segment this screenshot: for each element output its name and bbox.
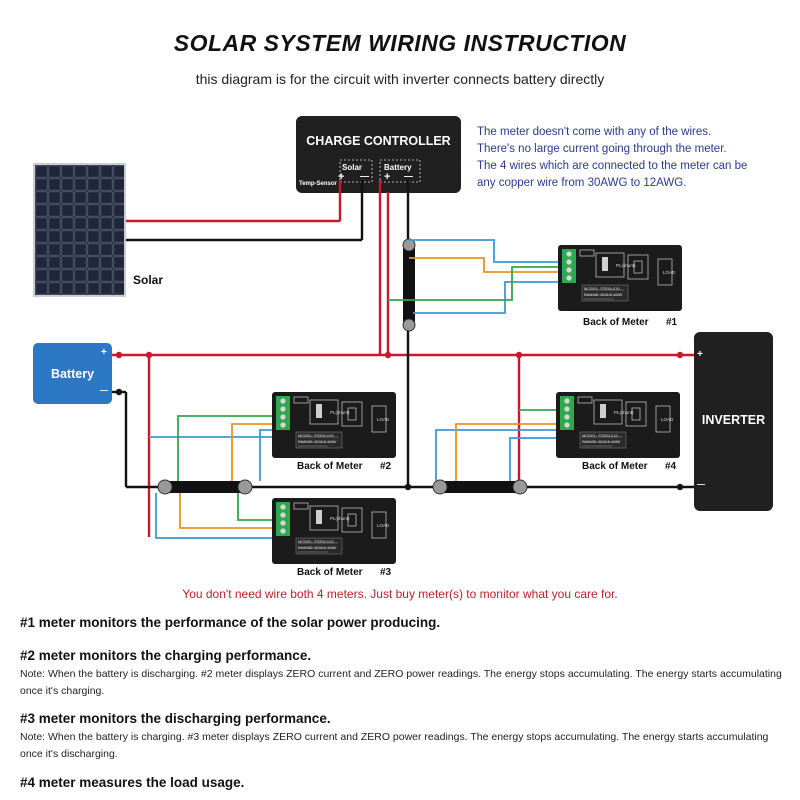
- optional-meters-note: You don't need wire both 4 meters. Just …: [182, 587, 618, 601]
- meter-3-caption: Back of Meter: [297, 567, 363, 578]
- meter-2-pl-label: PL(shunt): [330, 410, 350, 415]
- shunt-1: [402, 238, 416, 332]
- explanation-4: #4 meter measures the load usage.: [20, 775, 790, 790]
- meter-3-sense-wires: [155, 493, 272, 539]
- meter-4-number: #4: [665, 461, 677, 472]
- solar-minus-sign: —: [360, 171, 369, 181]
- charge-controller: [296, 116, 461, 193]
- page-title: SOLAR SYSTEM WIRING INSTRUCTION: [173, 30, 627, 56]
- meter-1-caption: Back of Meter: [583, 317, 649, 328]
- explanation-3-heading: #3 meter monitors the discharging perfor…: [20, 711, 331, 726]
- meter-1-number: #1: [666, 317, 678, 328]
- meter-2-caption: Back of Meter: [297, 461, 363, 472]
- meter-1-range: RANGE: DC6.5-100V: [584, 292, 623, 297]
- explanation-2-heading: #2 meter monitors the charging performan…: [20, 648, 312, 663]
- explanation-2: #2 meter monitors the charging performan…: [20, 648, 790, 700]
- meter-4-range: RANGE: DC6.5-100V: [582, 439, 621, 444]
- meter-note-line: any copper wire from 30AWG to 12AWG.: [477, 177, 687, 189]
- meter-2-number: #2: [380, 461, 392, 472]
- explanation-1: #1 meter monitors the performance of the…: [20, 615, 790, 630]
- junction-dots: [115, 351, 684, 491]
- meter-note-line: The meter doesn't come with any of the w…: [477, 126, 712, 138]
- battery-plus-terminal: +: [101, 347, 107, 358]
- meter-1-pl-label: PL(shunt): [616, 263, 636, 268]
- meter-3-load-label: LOAD: [377, 523, 390, 528]
- meter-4-pl-label: PL(shunt): [614, 410, 634, 415]
- explanation-2-note: Note: When the battery is discharging. #…: [20, 668, 782, 697]
- meter-2-body: [272, 392, 396, 458]
- charge-controller-label: CHARGE CONTROLLER: [306, 134, 451, 148]
- inverter-plus-terminal: +: [697, 349, 703, 360]
- battery-minus-sign: —: [404, 171, 413, 181]
- meter-1-model: MODEL: PZEM-015: [584, 286, 620, 291]
- solar-plus-sign: +: [338, 171, 345, 183]
- meter-3-number: #3: [380, 567, 392, 578]
- meter-2-load-label: LOAD: [377, 417, 390, 422]
- solar-panel: [33, 163, 126, 297]
- meter-4-sense-wires: [435, 409, 558, 481]
- meter-1-load-label: LOAD: [663, 270, 676, 275]
- battery-plus-sign: +: [384, 171, 391, 183]
- meter-4-model: MODEL: PZEM-015: [582, 433, 618, 438]
- meter-1-body: [558, 245, 682, 311]
- meter-3-range: RANGE: DC6.5-100V: [298, 545, 337, 550]
- inverter-minus-terminal: —: [697, 480, 705, 489]
- shunt-4: [432, 479, 528, 495]
- meter-note-line: The 4 wires which are connected to the m…: [477, 160, 748, 172]
- meter-wire-note: The meter doesn't come with any of the w…: [477, 124, 787, 192]
- battery-minus-terminal: —: [100, 386, 108, 395]
- meter-4-load-label: LOAD: [661, 417, 674, 422]
- meter-2-range: RANGE: DC6.5-100V: [298, 439, 337, 444]
- page-subtitle: this diagram is for the circuit with inv…: [195, 71, 605, 87]
- meter-3-pl-label: PL(shunt): [330, 516, 350, 521]
- solar-port-label: Solar: [342, 163, 363, 172]
- meter-4-body: [556, 392, 680, 458]
- shunt-2-3: [157, 479, 253, 495]
- battery-label: Battery: [50, 367, 95, 381]
- meter-2-model: MODEL: PZEM-015: [298, 433, 334, 438]
- battery-port-label: Battery: [384, 163, 412, 172]
- explanation-4-heading: #4 meter measures the load usage.: [20, 775, 245, 790]
- inverter-label: INVERTER: [701, 413, 766, 427]
- meter-note-line: There's no large current going through t…: [477, 143, 727, 155]
- explanation-1-heading: #1 meter monitors the performance of the…: [20, 615, 441, 630]
- meter-2-sense-wires: [149, 415, 272, 481]
- battery-box: [33, 343, 112, 404]
- positive-wires: [112, 180, 694, 537]
- meter-3-body: [272, 498, 396, 564]
- meter-1-sense-wires: [388, 239, 560, 314]
- explanation-3-note: Note: When the battery is charging. #3 m…: [20, 731, 769, 760]
- temp-sensor-label: Temp-Sensor: [299, 181, 337, 187]
- meter-4-caption: Back of Meter: [582, 461, 648, 472]
- inverter-box: [694, 332, 773, 511]
- meter-3-model: MODEL: PZEM-015: [298, 539, 334, 544]
- solar-label: Solar: [133, 273, 164, 287]
- explanation-3: #3 meter monitors the discharging perfor…: [20, 711, 790, 763]
